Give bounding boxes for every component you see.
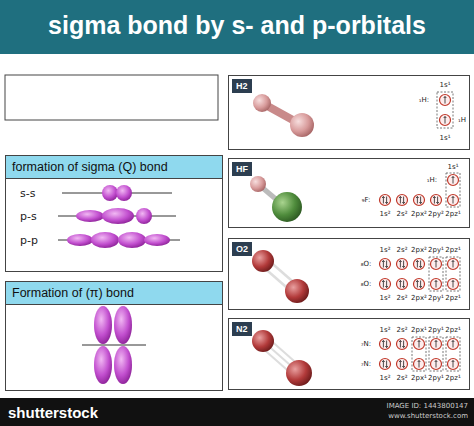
orbital-label: 1s¹ [440, 135, 451, 142]
p-p-orbitals [58, 232, 180, 248]
p-s-orbitals [58, 208, 176, 224]
pi-orbitals [82, 306, 146, 384]
orbital-label: 1s² [380, 375, 391, 382]
molecule-tag: O2 [232, 242, 252, 256]
orbital-label: 2s² [397, 327, 408, 334]
hf-molecule [250, 176, 302, 222]
orbital-label: 1s² [380, 295, 391, 302]
s-s-orbitals [62, 185, 172, 201]
orbital-label: 2px² [411, 247, 427, 254]
overlap-label: s-s [20, 188, 35, 199]
orbital-label: 2py¹ [428, 295, 444, 302]
orbital-label: 2pz¹ [445, 327, 460, 334]
section-heading: Formation of (π) bond [6, 282, 222, 305]
orbital-label: ₇N: [361, 341, 371, 348]
orbital-label: 1s¹ [448, 164, 459, 171]
h2-molecule [253, 94, 314, 137]
orbital-label: 2pz¹ [445, 295, 460, 302]
watermark: www.shutterstock.com [388, 413, 468, 420]
orbital-label: 1s² [380, 247, 391, 254]
orbital-label: 2px¹ [411, 327, 427, 334]
watermark: shutterstock [8, 405, 98, 420]
orbital-label: 2py¹ [428, 327, 444, 334]
orbital-label: 2px² [411, 211, 427, 218]
section-panel: Formation of (π) bond [5, 281, 223, 391]
orbital-label: ₇N: [361, 361, 371, 368]
overlap-label: p-s [20, 211, 37, 222]
molecule-panel: HF [228, 158, 470, 228]
orbital-label: ₈O: [361, 281, 372, 288]
orbital-label: ₁H: [419, 97, 429, 104]
orbital-label: 2px¹ [411, 375, 427, 382]
orbital-label: 2s² [397, 295, 408, 302]
overlap-label: p-p [20, 235, 38, 246]
orbital-label: ₁H [458, 117, 466, 124]
title-banner: sigma bond by s- and p-orbitals [0, 0, 474, 50]
section-panel: formation of sigma (Q) bond [5, 155, 223, 272]
orbital-label: 1s² [380, 211, 391, 218]
orbital-label: 2pz¹ [445, 247, 460, 254]
orbital-label: ₈O: [361, 261, 372, 268]
orbital-label: 2s² [397, 247, 408, 254]
orbital-label: 2py¹ [428, 375, 444, 382]
footer-bar [0, 398, 474, 426]
molecule-tag: H2 [232, 79, 252, 93]
molecule-panel: H2 [228, 75, 470, 150]
orbital-label: 1s² [380, 327, 391, 334]
empty-panel [5, 75, 218, 120]
electron-configurations [380, 92, 461, 371]
orbital-label: 2px² [411, 295, 427, 302]
orbital-label: 2pz¹ [445, 211, 460, 218]
orbital-label: 2pz¹ [445, 375, 460, 382]
orbital-label: ₉F: [362, 197, 371, 204]
title-stripe [0, 50, 474, 54]
molecule-tag: HF [232, 162, 252, 176]
orbital-label: 2s² [397, 211, 408, 218]
watermark: IMAGE ID: 1443800147 [387, 403, 468, 410]
section-heading: formation of sigma (Q) bond [6, 156, 222, 179]
orbital-label: ₁H: [427, 177, 437, 184]
orbital-label: 2py² [428, 211, 444, 218]
orbital-label: 2py¹ [428, 247, 444, 254]
n2-molecule [252, 330, 312, 386]
o2-molecule [252, 250, 309, 303]
orbital-label: 2s² [397, 375, 408, 382]
molecule-tag: N2 [232, 322, 252, 336]
orbital-label: 1s¹ [440, 82, 451, 89]
